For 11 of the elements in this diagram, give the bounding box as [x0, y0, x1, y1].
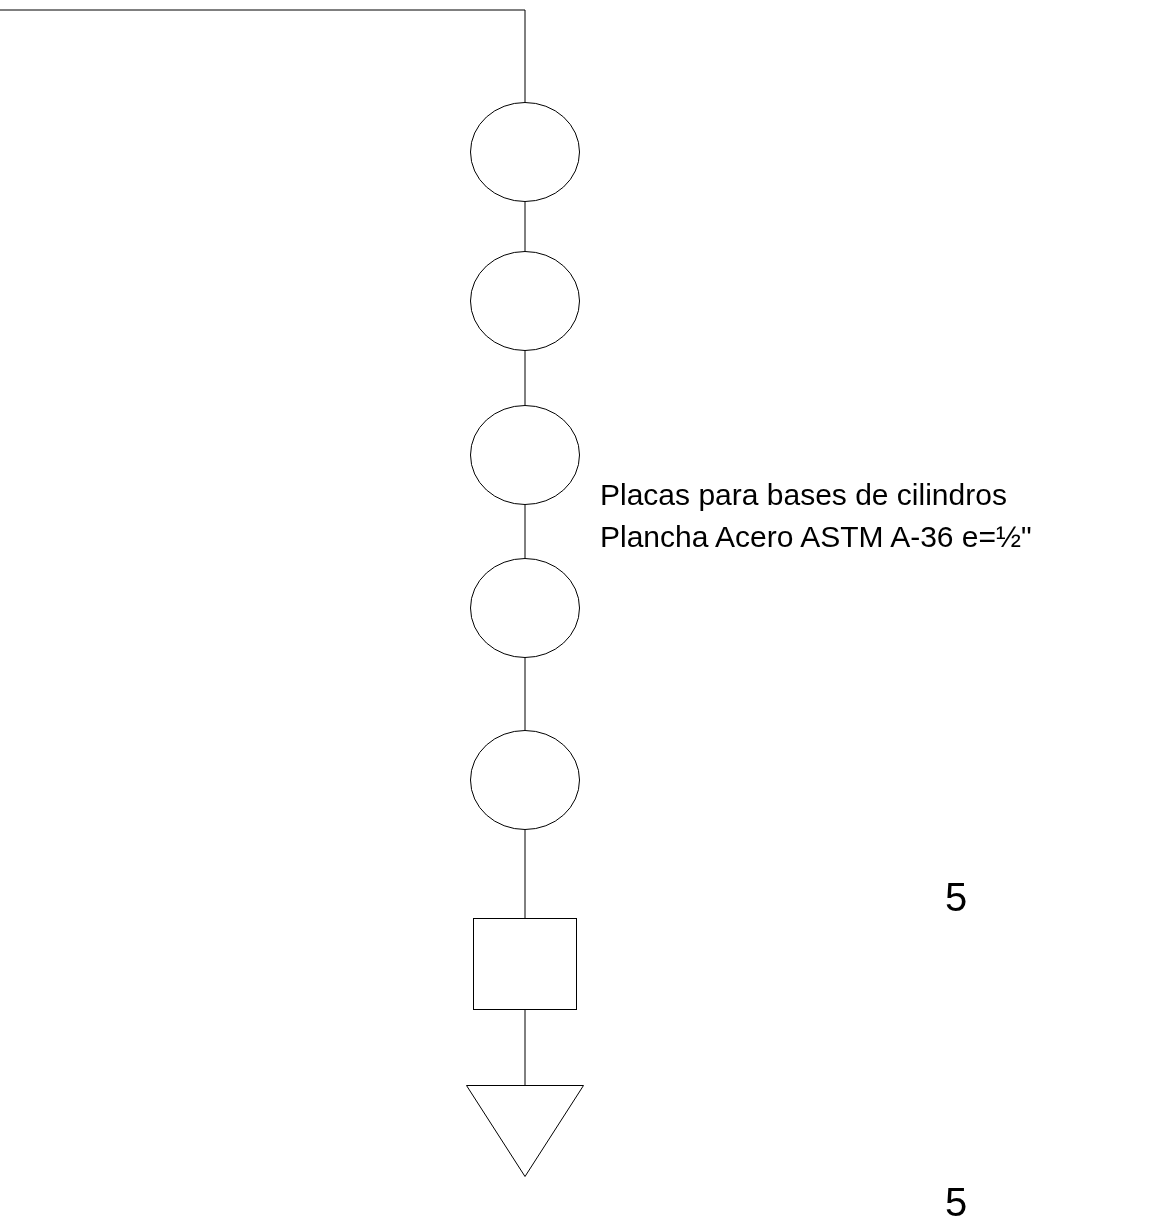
connector-line — [524, 829, 526, 919]
material-note: Placas para bases de cilindros — [600, 478, 1007, 511]
quantity-number: 5 — [945, 1180, 968, 1223]
connector-line — [524, 1009, 526, 1086]
connector-line — [524, 201, 526, 252]
connector-line — [524, 350, 526, 406]
quantity-number: 5 — [945, 875, 968, 919]
connector-line — [524, 504, 526, 559]
connector-line — [0, 9, 526, 103]
material-note: Plancha Acero ASTM A-36 e=½" — [600, 520, 1032, 553]
connector-line — [524, 657, 526, 731]
